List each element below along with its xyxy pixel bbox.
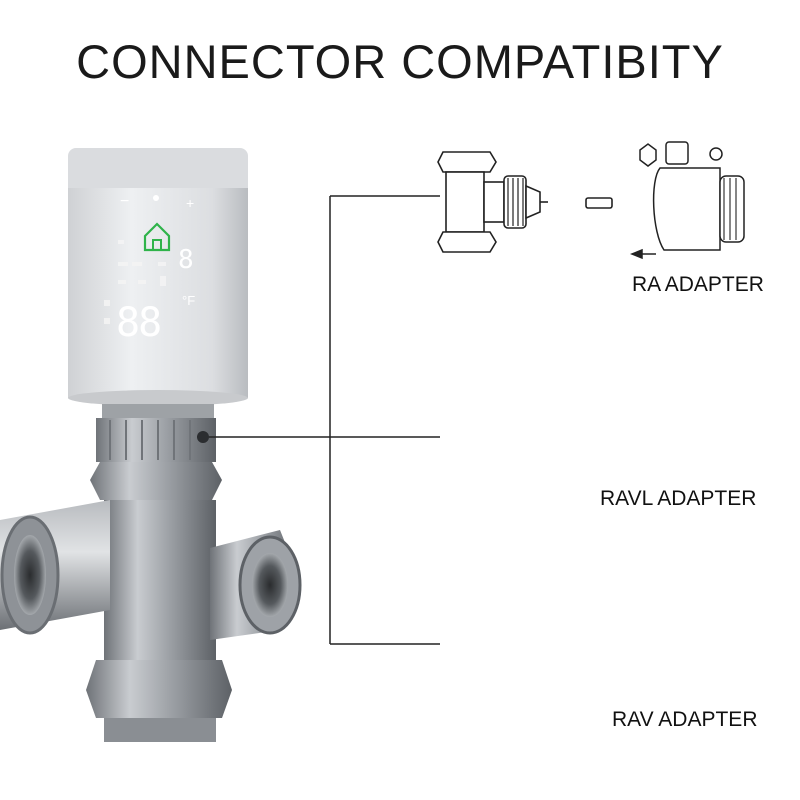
fan-icon [153,195,159,201]
connector-point [197,431,209,443]
thermostat-display: − + 8 °F 88 [104,193,195,346]
big-digits: 88 [116,300,160,346]
thermostat-device: − + 8 °F 88 [68,148,248,462]
ra-valve-drawing [437,151,613,253]
page-title: CONNECTOR COMPATIBITY [76,35,724,88]
ra-adapter-drawing [629,141,745,260]
unit-glyph: °F [182,293,195,308]
plus-glyph: + [186,195,194,211]
connector-lines [209,195,440,645]
valve-body [0,462,302,742]
home-icon [143,222,171,252]
minus-glyph: − [120,193,129,210]
side-digit: 8 [178,245,194,275]
rav-adapter-label: RAV ADAPTER [612,708,758,731]
ravl-adapter-label: RAVL ADAPTER [600,487,757,510]
ra-adapter-label: RA ADAPTER [632,273,764,296]
